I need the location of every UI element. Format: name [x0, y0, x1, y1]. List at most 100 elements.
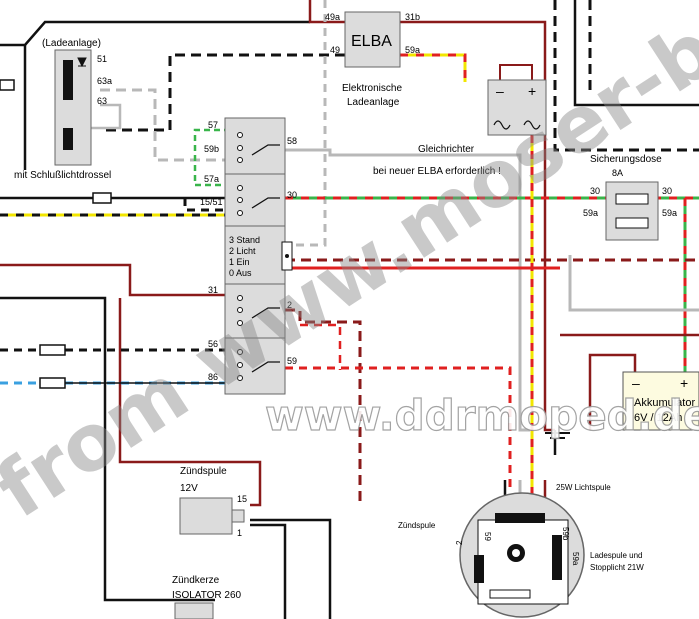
plug-title: Zündkerze	[172, 575, 220, 586]
wire-black-dash-down	[183, 198, 230, 212]
wire-darkred-31	[0, 263, 230, 297]
contact-point	[237, 197, 243, 203]
fuse-icon	[615, 193, 649, 205]
wire-57-green	[193, 128, 230, 187]
battery-line2: 6V / 12Ah	[634, 412, 682, 424]
capacitor-icon	[474, 555, 484, 583]
switch-terminal-30: 30	[287, 190, 297, 200]
coil-terminal-1: 1	[237, 528, 242, 538]
switch-block-3	[224, 283, 286, 339]
wire-darkred-coil	[118, 298, 262, 507]
ignition-switch: 57 59b 58 57a 15/51 30 3 Stand 2 Licht 1…	[200, 117, 297, 395]
ladeanlage-unit: (Ladeanlage) 51 63a 63 mit Schlußlichtdr…	[14, 38, 112, 181]
wire-black-topright	[573, 0, 699, 107]
fusebox-title: Sicherungsdose	[590, 154, 662, 165]
breaker-cam-center	[512, 549, 520, 557]
diode-icon	[77, 57, 87, 68]
rectifier-note: bei neuer ELBA erforderlich !	[373, 166, 501, 177]
contact-point	[237, 145, 243, 151]
battery-line1: Akkumulator	[634, 397, 695, 409]
contact-point	[237, 132, 243, 138]
switch-legend-stand: 3 Stand	[229, 235, 260, 245]
contact-point	[237, 362, 243, 368]
gen-light-coil: 25W Lichtspule	[556, 483, 611, 492]
plug-body	[174, 602, 214, 619]
ground-icon	[545, 432, 570, 439]
battery-box	[622, 371, 699, 431]
switch-legend-aus: 0 Aus	[229, 268, 252, 278]
switch-lever	[251, 307, 280, 319]
switch-legend-licht: 2 Licht	[229, 246, 256, 256]
switch-key-pin	[285, 254, 289, 258]
wire-top-left-black	[0, 20, 310, 47]
switch-block-1	[224, 117, 286, 175]
wire-battery-minus	[588, 353, 637, 430]
fusebox-left-bottom: 59a	[583, 208, 598, 218]
battery-minus: –	[632, 375, 640, 391]
rectifier-label: Gleichrichter	[418, 144, 475, 155]
switch-lever	[251, 197, 280, 209]
contact-point	[237, 157, 243, 163]
rectifier-unit: – + Gleichrichter bei neuer ELBA erforde…	[373, 79, 547, 177]
connectors	[0, 79, 112, 389]
contact-point	[237, 375, 243, 381]
coil-winding-top	[495, 513, 545, 523]
wire-63-gray	[90, 103, 122, 130]
switch-legend-ein: 1 Ein	[229, 257, 250, 267]
ladeanlage-core-bottom	[63, 128, 73, 150]
fusebox-rating: 8A	[612, 168, 623, 178]
switch-terminal-31: 31	[208, 285, 218, 295]
gen-charge-line1: Ladespule und	[590, 551, 643, 560]
elba-terminal-59a: 59a	[405, 45, 420, 55]
watermark-text2: www.ddrmoped.de	[265, 391, 699, 440]
fusebox-right-top: 30	[662, 186, 672, 196]
elba-box	[344, 11, 401, 68]
switch-legend-block	[224, 225, 286, 285]
switch-terminal-57: 57	[208, 120, 218, 130]
wire-gray-dash-vertical	[290, 0, 327, 247]
wire-59-red	[285, 366, 512, 490]
coil-voltage: 12V	[180, 483, 198, 494]
switch-terminal-86: 86	[208, 372, 218, 382]
wire-2-red-dash	[300, 323, 342, 370]
switch-lever	[251, 361, 280, 373]
gen-terminal-59: 59	[483, 532, 492, 541]
switch-terminal-58: 58	[287, 136, 297, 146]
connector-plug	[39, 377, 66, 389]
switch-levers	[251, 144, 280, 373]
connector-plug	[0, 79, 15, 91]
gen-charge-line2: Stopplicht 21W	[590, 563, 644, 572]
wire-49a-darkred	[308, 0, 345, 24]
fusebox-body	[605, 181, 659, 241]
ladeanlage-caption: mit Schlußlichtdrossel	[14, 170, 111, 181]
battery-unit: – + Akkumulator 6V / 12Ah	[622, 371, 699, 431]
fusebox-right-bottom: 59a	[662, 208, 677, 218]
switch-lever	[251, 144, 280, 156]
plug-model: ISOLATOR 260	[172, 590, 242, 601]
switch-contacts	[237, 132, 243, 381]
wire-58-gray	[285, 148, 530, 432]
elba-unit: ELBA 49a 49 31b 59a Elektronische Ladean…	[325, 11, 420, 108]
ladeanlage-terminal-63: 63	[97, 96, 107, 106]
elba-caption-line1: Elektronische	[342, 83, 402, 94]
fuse-box: Sicherungsdose 8A 30 30 59a 59a	[583, 154, 677, 241]
contact-point	[237, 295, 243, 301]
contact-point	[237, 320, 243, 326]
generator: 25W Lichtspule Zündspule Ladespule und S…	[398, 483, 644, 618]
switch-terminal-57a: 57a	[204, 174, 219, 184]
gen-terminal-2: 2	[455, 540, 464, 545]
elba-title: ELBA	[351, 33, 392, 50]
wire-49-black-dash	[100, 53, 345, 132]
switch-terminal-59: 59	[287, 356, 297, 366]
switch-block-4	[224, 337, 286, 395]
ladeanlage-title: (Ladeanlage)	[42, 38, 101, 49]
rectifier-box	[487, 79, 547, 136]
fuse-icon	[615, 217, 649, 229]
elba-terminal-49a: 49a	[325, 12, 340, 22]
ladeanlage-terminal-63a: 63a	[97, 76, 112, 86]
fusebox-left-top: 30	[590, 186, 600, 196]
wire-coil-gen	[250, 518, 332, 619]
breaker-contact	[489, 589, 531, 599]
gen-ignition-coil: Zündspule	[398, 521, 436, 530]
